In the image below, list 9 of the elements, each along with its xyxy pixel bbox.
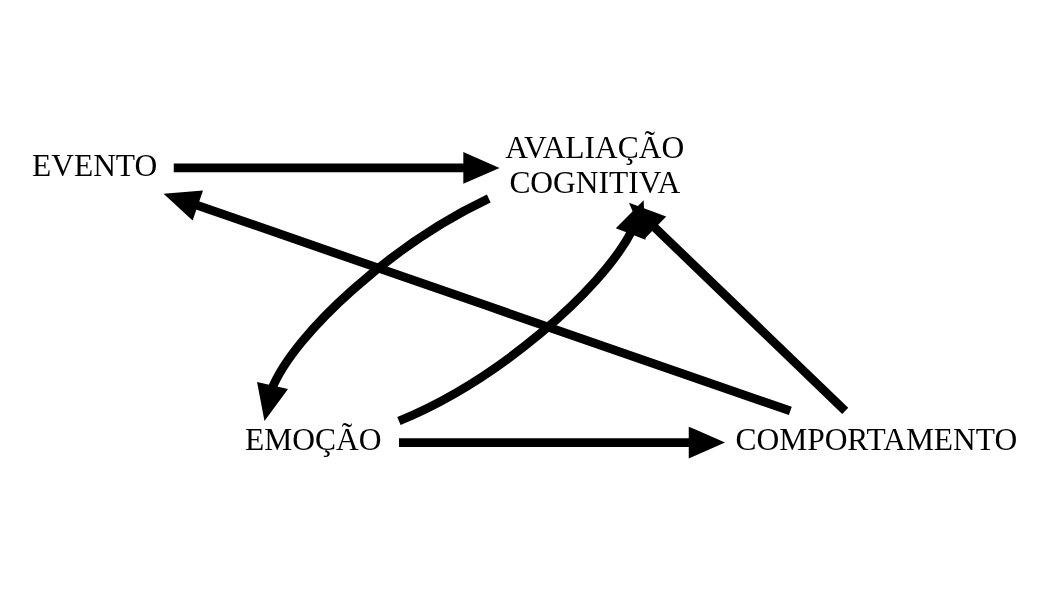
arrow <box>173 151 500 184</box>
node-text: EVENTO <box>31 147 158 183</box>
node-text: AVALIAÇÃO COGNITIVA <box>505 129 685 200</box>
arrow <box>399 426 725 458</box>
arrow <box>629 202 849 414</box>
node-text: EMOÇÃO <box>245 421 382 457</box>
arrow <box>257 194 491 421</box>
arrow <box>163 190 792 415</box>
node-text: COMPORTAMENTO <box>735 421 1018 457</box>
